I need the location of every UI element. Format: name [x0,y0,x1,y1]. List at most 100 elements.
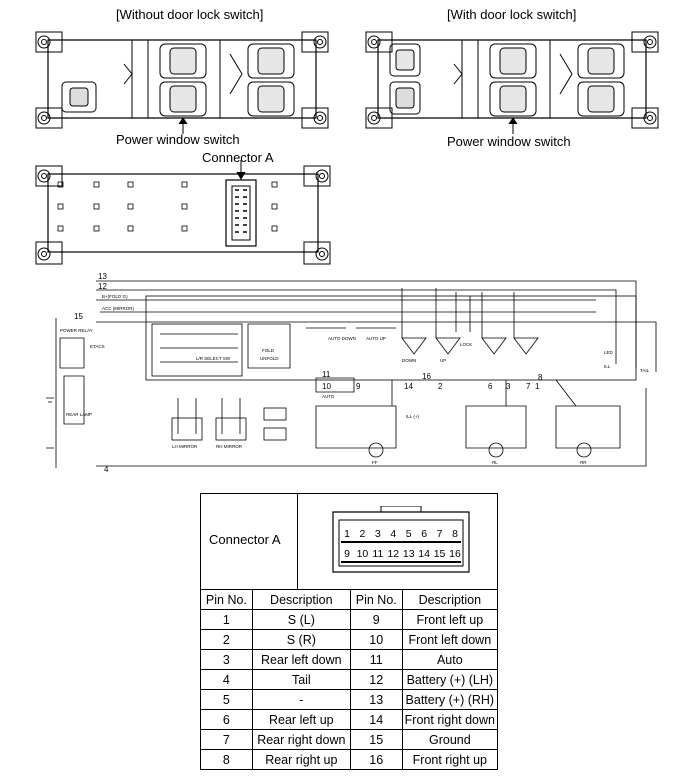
wire-6: 6 [488,382,493,391]
wire-11: 11 [322,370,331,379]
switch-panel-without-lock [35,31,329,134]
pin-number: 15 [349,729,403,750]
table-row: 3 Rear left down 11 Auto [200,649,499,670]
wire-1: 1 [535,382,540,391]
connector-pin-14: 14 [418,548,430,560]
pin-table: Pin No. Description Pin No. Description … [200,589,499,770]
connector-pin-12: 12 [387,548,399,560]
label-lh-mirror: LH MIRROR [172,444,198,449]
label-auto-down: AUTO DOWN [328,336,356,341]
caption-connector-a: Connector A [202,150,274,165]
switch-panel-with-lock [365,31,659,134]
label-motor-rr: RR [580,460,587,465]
connector-pin-9: 9 [344,548,350,560]
pin-description: S (L) [251,609,351,630]
pin-description: Rear right down [251,729,351,750]
wire-8: 8 [538,373,543,382]
connector-pin-11: 11 [372,548,383,560]
pin-number: 9 [349,609,403,630]
label-tail: TAIL [640,368,650,373]
wire-7: 7 [526,382,531,391]
header-description-2: Description [401,589,499,610]
label-lr-select: L/R SELECT SW [196,356,231,361]
pin-number: 5 [200,689,253,710]
pin-description: Front left down [401,629,499,650]
pin-description: Tail [251,669,351,690]
connector-pin-1: 1 [344,528,350,540]
connector-pin-5: 5 [406,528,412,540]
pin-number: 12 [349,669,403,690]
table-row: 8 Rear right up 16 Front right up [200,749,499,770]
connector-a-title: Connector A [209,532,281,547]
pin-description: Battery (+) (LH) [401,669,499,690]
connector-pin-2: 2 [360,528,366,540]
connector-pin-10: 10 [357,548,369,560]
pin-table-header: Pin No. Description Pin No. Description [200,589,499,610]
table-row: 6 Rear left up 14 Front right down [200,709,499,730]
wire-16: 16 [422,372,431,381]
label-etacs: ETACS [90,344,105,349]
wire-3: 3 [506,382,511,391]
wire-9: 9 [356,382,361,391]
label-unfold: UNFOLD [260,356,279,361]
label-ill: ILL [604,364,611,369]
connector-pin-13: 13 [403,548,415,560]
wire-14: 14 [404,382,413,391]
connector-pin-3: 3 [375,528,381,540]
label-acc-mirror: ACC (MIRROR) [102,306,134,311]
header-description-1: Description [251,589,351,610]
pin-description: Auto [401,649,499,670]
pin-number: 2 [200,629,253,650]
label-rear-lamp: REAR LAMP [66,412,92,417]
label-auto-up: AUTO UP [366,336,386,341]
pin-number: 3 [200,649,253,670]
wire-13: 13 [98,272,107,281]
label-down: DOWN [402,358,416,363]
pin-number: 14 [349,709,403,730]
connector-pin-4: 4 [390,528,396,540]
table-row: 4 Tail 12 Battery (+) (LH) [200,669,499,690]
connector-pin-15: 15 [434,548,446,560]
table-row: 1 S (L) 9 Front left up [200,609,499,630]
caption-power-window-switch-right: Power window switch [447,134,571,149]
wiring-schematic: 13 12 15 11 10 9 14 16 2 6 3 7 1 8 4 B+(… [46,272,657,474]
label-ill-plus: ILL (+) [406,414,419,419]
pin-number: 8 [200,749,253,770]
pin-number: 4 [200,669,253,690]
pin-number: 1 [200,609,253,630]
pin-description: Rear left up [251,709,351,730]
pin-description: Rear left down [251,649,351,670]
pin-description: Front left up [401,609,499,630]
pin-number: 11 [349,649,403,670]
switch-rear-view [35,160,331,265]
pin-description: S (R) [251,629,351,650]
label-power-relay: POWER RELAY [60,328,93,333]
caption-with-door-lock: [With door lock switch] [447,7,577,22]
label-auto: AUTO [322,394,335,399]
pin-number: 10 [349,629,403,650]
table-row: 5 - 13 Battery (+) (RH) [200,689,499,710]
header-pin-no-1: Pin No. [200,589,253,610]
caption-without-door-lock: [Without door lock switch] [116,7,264,22]
connector-pin-6: 6 [421,528,427,540]
pin-description: Ground [401,729,499,750]
wire-15: 15 [74,312,83,321]
pin-description: Front right up [401,749,499,770]
label-fold: FOLD [262,348,275,353]
label-motor-rl: RL [492,460,498,465]
pin-number: 6 [200,709,253,730]
wire-12: 12 [98,282,107,291]
label-rh-mirror: RH MIRROR [216,444,243,449]
table-row: 2 S (R) 10 Front left down [200,629,499,650]
pin-description: Front right down [401,709,499,730]
caption-power-window-switch-left: Power window switch [116,132,240,147]
connector-divider [297,494,298,590]
pin-number: 16 [349,749,403,770]
pin-description: Rear right up [251,749,351,770]
table-row: 7 Rear right down 15 Ground [200,729,499,750]
pin-description: Battery (+) (RH) [401,689,499,710]
label-battery-fold: B+(FOLD`G) [102,294,128,299]
wire-2: 2 [438,382,443,391]
